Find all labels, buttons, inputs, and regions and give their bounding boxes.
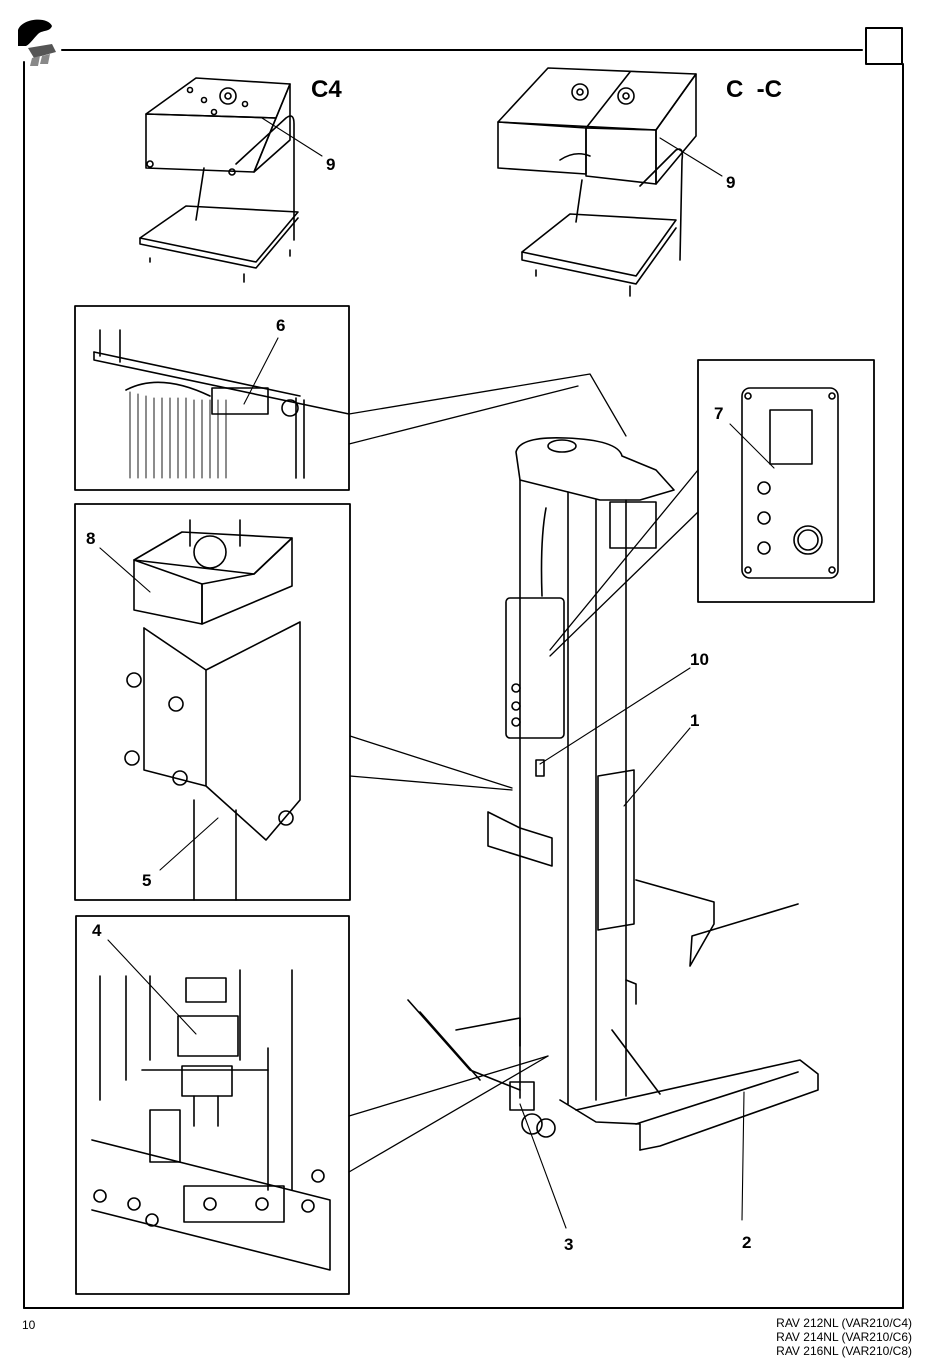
control-cart-c4 (140, 78, 298, 282)
model-line: RAV 214NL (VAR210/C6) (776, 1330, 912, 1344)
callout-9-left: 9 (326, 156, 335, 173)
model-line: RAV 216NL (VAR210/C8) (776, 1344, 912, 1358)
callout-7: 7 (714, 405, 723, 422)
callout-5: 5 (142, 872, 151, 889)
callout-6: 6 (276, 317, 285, 334)
detail-box-4 (76, 916, 349, 1294)
detail-box-8-5 (75, 504, 350, 900)
callout-3: 3 (564, 1236, 573, 1253)
callout-1: 1 (690, 712, 699, 729)
variant-label-c4: C4 (311, 78, 342, 102)
page-frame (24, 28, 903, 1308)
callout-9-right: 9 (726, 174, 735, 191)
leader-lines (100, 118, 774, 1228)
connector-lines (349, 374, 698, 1172)
callout-8: 8 (86, 530, 95, 547)
callout-4: 4 (92, 922, 101, 939)
detail-box-6 (75, 306, 349, 490)
variant-label-c6-c8: C -C (726, 78, 782, 102)
page-number: 10 (22, 1318, 35, 1332)
model-list: RAV 212NL (VAR210/C4) RAV 214NL (VAR210/… (776, 1316, 912, 1358)
callout-2: 2 (742, 1234, 751, 1251)
callout-10: 10 (690, 651, 709, 668)
control-cart-c6-c8 (498, 68, 696, 296)
column-lift (408, 438, 818, 1150)
model-line: RAV 212NL (VAR210/C4) (776, 1316, 912, 1330)
corner-box (866, 28, 902, 64)
detail-box-7 (698, 360, 874, 602)
brand-logo-icon (18, 20, 56, 66)
